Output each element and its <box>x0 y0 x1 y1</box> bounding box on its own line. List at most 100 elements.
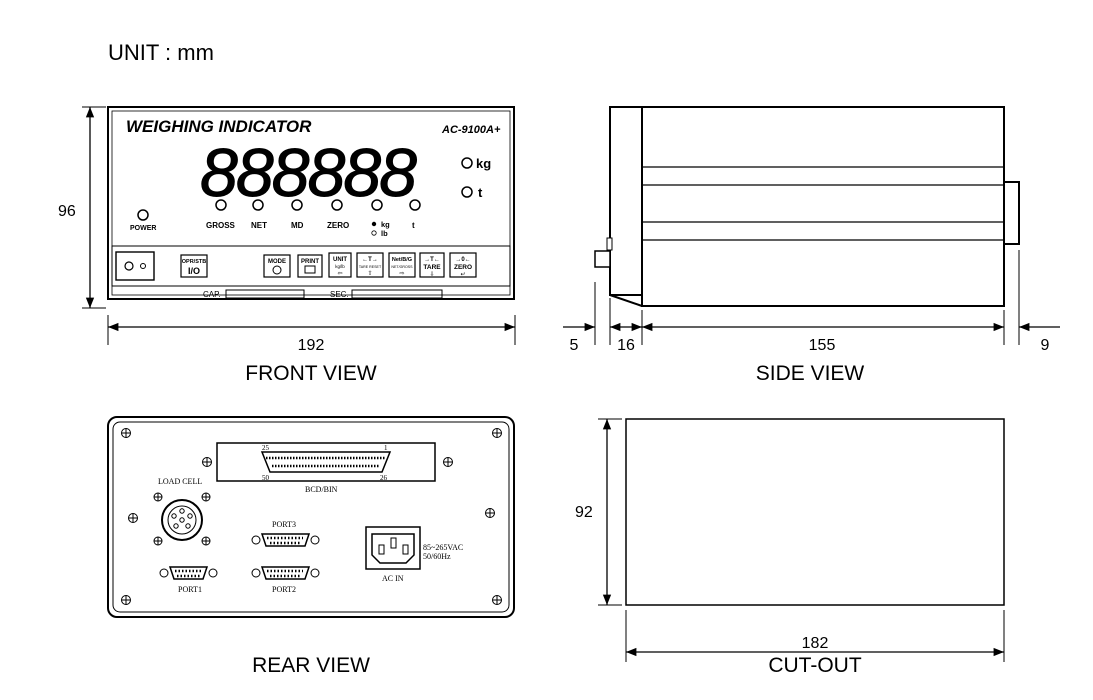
side-dim-9: 9 <box>1041 337 1050 354</box>
unit-arrow-icon: ⇦ <box>337 271 342 277</box>
keypad-keys: OPR/STB I/O MODE PRINT UNIT kg/lb ⇦ ←T→ … <box>180 252 477 278</box>
ac-in-label: AC IN <box>382 574 404 583</box>
unit-t-label: t <box>478 185 483 200</box>
cutout-width-value: 182 <box>802 635 829 652</box>
indicator-md: MD <box>291 221 304 230</box>
key-tare-reset-mid: TARE RESET <box>359 265 382 269</box>
rear-view-label: REAR VIEW <box>252 654 370 677</box>
rear-screws <box>121 428 502 605</box>
key-opr-stb <box>180 254 208 278</box>
key-opr-stb-top: OPR/STB <box>182 259 206 265</box>
t-lamp-lower-icon <box>409 199 421 211</box>
front-switch-protrusion <box>594 250 611 268</box>
port3-label: PORT3 <box>272 520 296 529</box>
mode-cycle-icon <box>272 265 282 275</box>
key-mode-top: MODE <box>268 259 286 265</box>
load-cell-label: LOAD CELL <box>158 477 202 486</box>
zero-lamp-icon <box>331 199 343 211</box>
bcd-pin-50: 50 <box>262 474 270 482</box>
key-unit <box>328 252 352 278</box>
cap-label: CAP. <box>203 290 221 299</box>
front-view-label: FRONT VIEW <box>245 362 377 385</box>
key-opr-stb-bottom: I/O <box>188 266 200 276</box>
key-print-top: PRINT <box>301 259 319 265</box>
key-zero-mid: ZERO <box>454 264 472 271</box>
rear-view: 25 1 50 26 BCD/BIN LOAD CELL PORT3 <box>107 416 515 677</box>
power-switch <box>115 251 155 281</box>
key-zero-top: →0← <box>455 257 470 263</box>
t-lamp-icon <box>461 186 473 198</box>
sec-label: SEC. <box>330 290 349 299</box>
key-tare-mid: TARE <box>423 264 441 271</box>
side-dim-16: 16 <box>617 337 635 354</box>
side-body <box>641 106 1005 307</box>
kg-dot-icon <box>371 221 377 227</box>
key-net-gross-mid: NET/GROSS <box>391 265 413 269</box>
key-unit-mid: kg/lb <box>335 264 345 269</box>
rear-connector <box>1003 181 1020 245</box>
front-height-value: 96 <box>58 203 76 220</box>
indicator-net: NET <box>251 221 267 230</box>
front-width-value: 192 <box>298 337 325 354</box>
cap-slot <box>225 289 305 299</box>
cutout-rectangle <box>625 418 1005 606</box>
indicator-t: t <box>412 221 415 230</box>
bcd-pin-1: 1 <box>384 444 388 452</box>
indicator-lamps: GROSS NET MD ZERO kg lb t <box>206 199 421 238</box>
port2-label: PORT2 <box>272 585 296 594</box>
power-label: POWER <box>130 225 156 232</box>
cutout-view: 92 182 CUT-OUT <box>575 418 1005 677</box>
unit-label: UNIT : mm <box>108 40 214 65</box>
net-gross-arrow-icon: ⇨ <box>399 271 404 277</box>
unit-kg-label: kg <box>476 156 491 171</box>
md-lamp-icon <box>291 199 303 211</box>
side-view-label: SIDE VIEW <box>756 362 865 385</box>
kglb-lamp-icon <box>371 199 383 211</box>
key-net-gross-top: Net/B/G <box>392 257 412 263</box>
load-cell-pins <box>171 508 193 529</box>
sec-slot <box>351 289 443 299</box>
tare-arrow-icon: ⇩ <box>429 271 434 278</box>
front-model: AC-9100A+ <box>441 124 501 136</box>
lb-dot-icon <box>371 230 377 236</box>
switch-o-icon <box>124 261 134 271</box>
indicator-gross: GROSS <box>206 221 236 230</box>
power-spec-voltage: 85~265VAC <box>423 543 463 552</box>
indicator-kg: kg <box>381 220 390 229</box>
print-icon <box>304 265 316 274</box>
gross-lamp-icon <box>215 199 227 211</box>
key-tare <box>419 252 445 278</box>
seven-segment-display: 888888 <box>200 135 417 211</box>
side-view: 5 16 155 9 SIDE VIEW <box>563 106 1060 385</box>
cutout-height-value: 92 <box>575 504 593 521</box>
side-bezel <box>609 106 643 296</box>
side-dim-5: 5 <box>570 337 579 354</box>
cutout-view-label: CUT-OUT <box>768 654 861 677</box>
kg-lamp-icon <box>461 157 473 169</box>
bcd-socket-shell <box>260 451 392 473</box>
key-zero <box>449 252 477 278</box>
zero-enter-icon: ↵ <box>460 272 465 278</box>
bcd-label: BCD/BIN <box>305 485 338 494</box>
indicator-lb: lb <box>381 229 388 238</box>
front-view: WEIGHING INDICATOR AC-9100A+ 888888 kg t… <box>58 106 516 385</box>
power-lamp-icon <box>137 209 149 221</box>
side-dim-155: 155 <box>809 337 836 354</box>
switch-dot-icon <box>140 263 146 269</box>
power-spec-frequency: 50/60Hz <box>423 552 451 561</box>
key-tare-reset <box>356 252 384 278</box>
front-title: WEIGHING INDICATOR <box>126 117 312 136</box>
key-tare-reset-top: ←T→ <box>362 257 378 263</box>
net-lamp-icon <box>252 199 264 211</box>
keypad-band <box>111 245 511 287</box>
key-net-gross <box>388 252 416 278</box>
indicator-zero: ZERO <box>327 221 349 230</box>
key-unit-top: UNIT <box>333 257 347 263</box>
port1-label: PORT1 <box>178 585 202 594</box>
bcd-pin-26: 26 <box>380 474 388 482</box>
bcd-pin-25: 25 <box>262 444 270 452</box>
bcd-connector-plate <box>216 442 436 482</box>
key-tare-top: →T← <box>424 257 440 263</box>
tare-reset-arrow-icon: ⇧ <box>367 270 372 277</box>
